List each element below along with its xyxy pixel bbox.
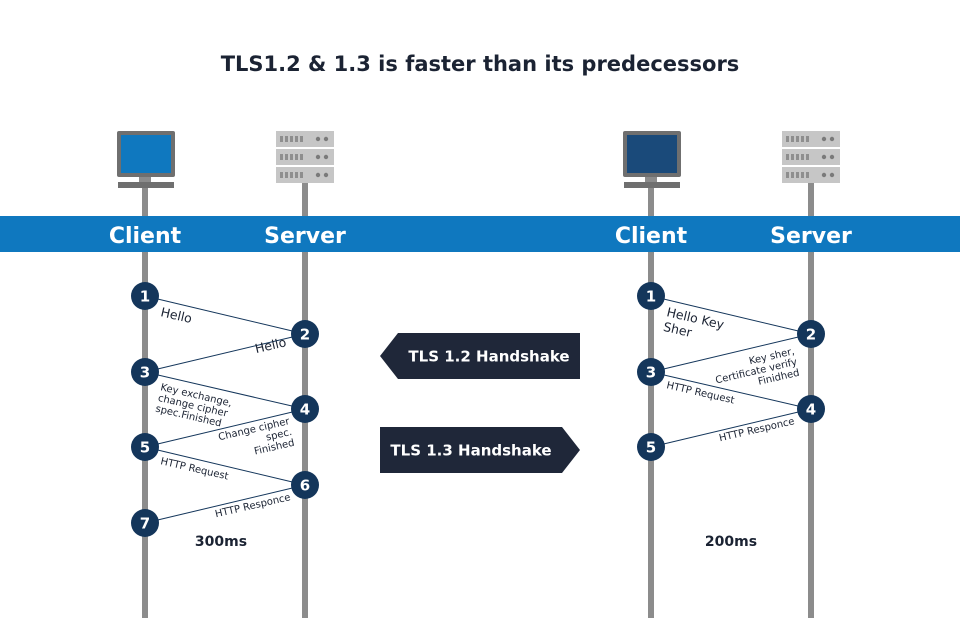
left-client-label: Client — [109, 224, 182, 249]
right-line-3-4 — [650, 371, 812, 410]
right-client-computer-icon — [623, 131, 681, 188]
tls12-arrow-label: TLS 1.2 Handshake — [408, 348, 569, 366]
right-step-1: 1 — [637, 282, 665, 310]
left-message-lines — [144, 295, 306, 524]
left-step-5: 5 — [131, 433, 159, 461]
left-step-1: 1 — [131, 282, 159, 310]
svg-text:3: 3 — [646, 364, 656, 382]
right-steps: 1 2 3 4 5 — [637, 282, 825, 461]
left-step-6: 6 — [291, 471, 319, 499]
svg-text:Sher: Sher — [662, 319, 694, 340]
svg-text:7: 7 — [140, 515, 150, 533]
right-msg-hello-key: Hello Key Sher — [662, 304, 726, 340]
left-step-3: 3 — [131, 358, 159, 386]
left-line-1-2 — [144, 295, 306, 335]
left-line-6-7 — [144, 484, 306, 524]
diagram-title: TLS1.2 & 1.3 is faster than its predeces… — [221, 52, 740, 76]
left-line-3-4 — [144, 371, 306, 410]
left-msg-hello-1: Hello — [159, 304, 193, 326]
left-line-5-6 — [144, 446, 306, 486]
right-server-icon — [782, 131, 840, 183]
right-timing-label: 200ms — [705, 534, 757, 550]
tls13-arrow: TLS 1.3 Handshake — [380, 427, 580, 473]
right-message-labels: Hello Key Sher Key sher, Certificate ver… — [662, 304, 801, 444]
left-msg-http-request: HTTP Request — [159, 456, 229, 482]
right-msg-http-response: HTTP Responce — [718, 416, 796, 444]
tls12-arrow: TLS 1.2 Handshake — [380, 333, 580, 379]
svg-text:1: 1 — [140, 288, 150, 306]
left-server-icon — [276, 131, 334, 183]
right-line-4-5 — [650, 408, 812, 448]
right-step-5: 5 — [637, 433, 665, 461]
left-line-2-3 — [144, 333, 306, 373]
svg-text:4: 4 — [300, 401, 310, 419]
right-step-4: 4 — [797, 395, 825, 423]
right-server-label: Server — [770, 224, 852, 249]
left-client-computer-icon — [117, 131, 175, 188]
left-line-4-5 — [144, 408, 306, 448]
svg-text:3: 3 — [140, 364, 150, 382]
left-step-7: 7 — [131, 509, 159, 537]
svg-text:1: 1 — [646, 288, 656, 306]
left-step-4: 4 — [291, 395, 319, 423]
svg-text:4: 4 — [806, 401, 816, 419]
header-band — [0, 216, 960, 252]
left-steps: 1 2 3 4 5 6 7 — [131, 282, 319, 537]
svg-text:2: 2 — [300, 326, 310, 344]
right-line-2-3 — [650, 333, 812, 373]
left-message-labels: Hello Hello Key exchange, change cipher … — [154, 304, 295, 520]
tls13-arrow-label: TLS 1.3 Handshake — [390, 442, 551, 460]
left-server-label: Server — [264, 224, 346, 249]
svg-text:2: 2 — [806, 326, 816, 344]
right-line-1-2 — [650, 295, 812, 335]
left-timing-label: 300ms — [195, 534, 247, 550]
right-client-label: Client — [615, 224, 688, 249]
left-msg-http-response: HTTP Responce — [214, 492, 292, 520]
left-step-2: 2 — [291, 320, 319, 348]
left-msg-change-cipher: Change cipher spec. Finished — [217, 416, 295, 458]
svg-text:5: 5 — [140, 439, 150, 457]
right-message-lines — [650, 295, 812, 448]
svg-text:5: 5 — [646, 439, 656, 457]
right-step-2: 2 — [797, 320, 825, 348]
svg-text:6: 6 — [300, 477, 310, 495]
left-msg-hello-2: Hello — [253, 334, 287, 356]
right-step-3: 3 — [637, 358, 665, 386]
